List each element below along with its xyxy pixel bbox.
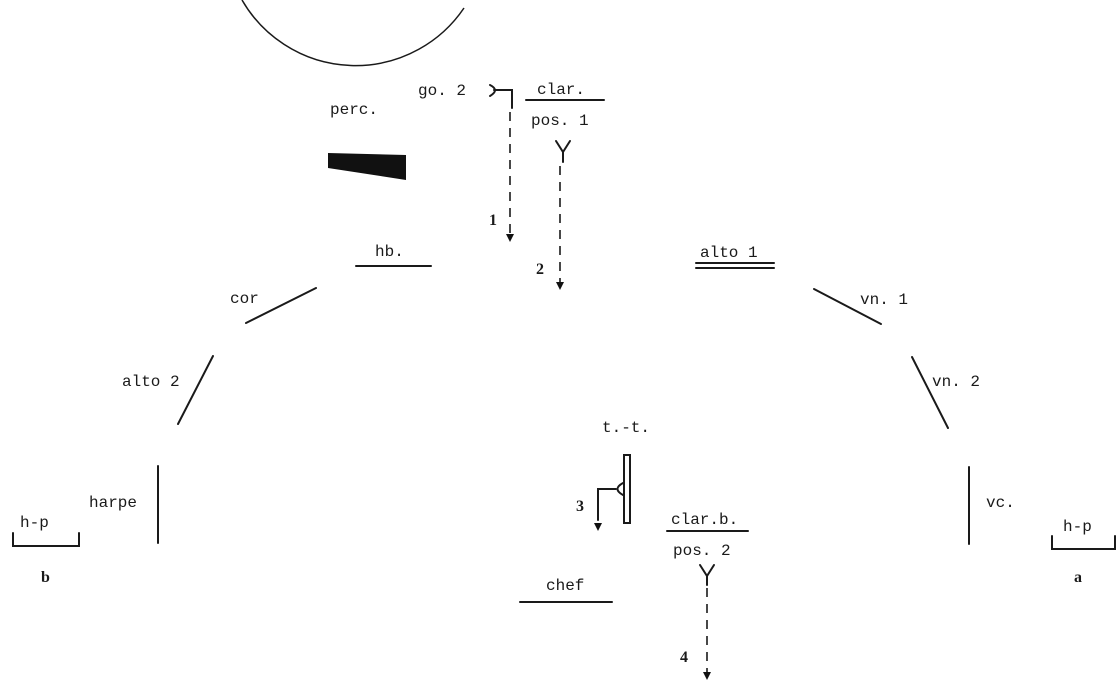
alto-2-label: alto 2 [122, 373, 180, 391]
vn-1-label: vn. 1 [860, 291, 908, 309]
percussion-circle-arc [241, 0, 465, 67]
section-cello: vc. [968, 466, 1015, 545]
tam-tam: t.-t. [597, 419, 650, 524]
alto-2-line [177, 355, 214, 425]
gong-2-label: go. 2 [418, 82, 466, 100]
microphone-pos-2-icon [699, 564, 715, 586]
pos-2-label: pos. 2 [673, 542, 731, 560]
chef-label: chef [546, 577, 584, 595]
speaker-b: h-p b [12, 514, 80, 586]
section-violin-2: vn. 2 [911, 356, 980, 429]
bass-clarinet-position-2: clar.b. pos. 2 [666, 511, 749, 586]
perc-label: perc. [330, 101, 378, 119]
movement-path-2: 2 [536, 166, 564, 290]
cor-label: cor [230, 290, 259, 308]
path-1-number: 1 [489, 212, 497, 229]
arrow-head-1 [506, 234, 514, 242]
arrow-head-3 [594, 523, 602, 531]
pos-1-label: pos. 1 [531, 112, 589, 130]
percussion-wedge [328, 153, 406, 180]
tam-tam-stand [597, 488, 617, 521]
movement-path-1: 1 [489, 112, 514, 242]
hb-label: hb. [375, 243, 404, 261]
movement-path-4: 4 [680, 588, 711, 680]
hp-left-label: h-p [20, 514, 49, 532]
vn-1-line [813, 288, 882, 325]
path-4-number: 4 [680, 649, 688, 666]
clar-b-label: clar.b. [671, 511, 738, 529]
section-horn: cor [230, 287, 317, 324]
speaker-a: h-p a [1051, 518, 1116, 586]
arrow-head-4 [703, 672, 711, 680]
clarinet-position-1: clar. pos. 1 [525, 81, 605, 163]
path-3-number: 3 [576, 498, 584, 515]
vn-2-line [911, 356, 949, 429]
tam-tam-bar [623, 454, 631, 524]
hp-right-label: h-p [1063, 518, 1092, 536]
tam-tam-icon [616, 482, 624, 496]
path-2-number: 2 [536, 261, 544, 278]
tt-label: t.-t. [602, 419, 650, 437]
section-harp: harpe [89, 465, 159, 544]
speaker-a-bracket [1051, 535, 1116, 550]
section-viola-2: alto 2 [122, 355, 214, 425]
gong-2-stand [493, 89, 513, 109]
speaker-b-letter: b [41, 569, 50, 586]
vn-2-label: vn. 2 [932, 373, 980, 391]
vc-label: vc. [986, 494, 1015, 512]
section-oboe: hb. [355, 243, 432, 267]
gong-2: go. 2 [418, 82, 513, 109]
percussion-zone: perc. [241, 0, 465, 180]
arrow-head-2 [556, 282, 564, 290]
speaker-a-letter: a [1074, 569, 1082, 586]
speaker-b-bracket [12, 532, 80, 547]
harpe-label: harpe [89, 494, 137, 512]
movement-path-3: 3 [576, 498, 602, 531]
clar-label: clar. [537, 81, 585, 99]
microphone-pos-1-icon [555, 140, 571, 163]
cor-line [245, 287, 317, 324]
section-violin-1: vn. 1 [813, 288, 908, 325]
alto-1-label: alto 1 [700, 244, 758, 262]
section-viola-1: alto 1 [695, 244, 775, 269]
conductor: chef [519, 577, 613, 603]
